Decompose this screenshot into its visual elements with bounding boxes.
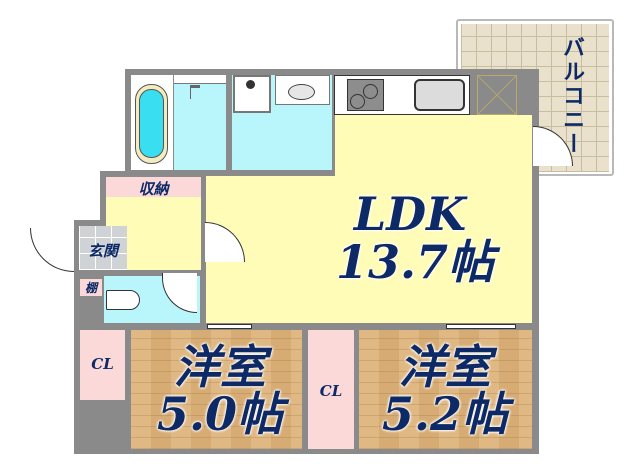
entrance-label: 玄関 — [87, 242, 118, 260]
window-room-2[interactable] — [446, 324, 516, 329]
shelf — [80, 279, 102, 296]
kitchen-sink-icon — [414, 79, 465, 111]
closet-2 — [308, 330, 354, 449]
western-room-2-size: 5.2帖 — [381, 387, 509, 441]
western-room-1-size: 5.0帖 — [156, 387, 284, 441]
shelf-label: 棚 — [84, 281, 97, 295]
balcony-label: バルコニー — [559, 36, 585, 156]
closet-1 — [80, 330, 125, 400]
western-room-2-name: 洋室 — [399, 340, 491, 394]
ldk-name: LDK — [353, 187, 467, 241]
western-room-1 — [131, 330, 302, 449]
washbasin-counter — [275, 75, 330, 105]
closet-2-label: CL — [319, 382, 343, 400]
western-room-1-name: 洋室 — [174, 340, 266, 394]
refrigerator-space-icon — [477, 75, 517, 115]
entrance-door[interactable] — [30, 228, 74, 272]
bathtub-water — [139, 89, 164, 158]
entrance — [79, 226, 127, 270]
shower-faucet-icon — [190, 85, 200, 99]
storage — [106, 177, 201, 197]
stove-burner-1 — [350, 94, 365, 109]
bathroom — [174, 75, 226, 170]
ldk-size: 13.7帖 — [335, 235, 495, 289]
bathroom-shelf — [174, 75, 226, 84]
washing-machine-drain — [246, 80, 255, 89]
washbasin-icon — [288, 84, 315, 100]
stove-burner-2 — [363, 84, 378, 99]
window-room-1[interactable] — [207, 324, 252, 329]
closet-1-label: CL — [91, 355, 114, 373]
toilet-icon — [106, 290, 140, 310]
ldk-room-lower — [206, 176, 532, 323]
storage-label: 収納 — [138, 180, 169, 198]
western-room-2 — [359, 330, 532, 449]
